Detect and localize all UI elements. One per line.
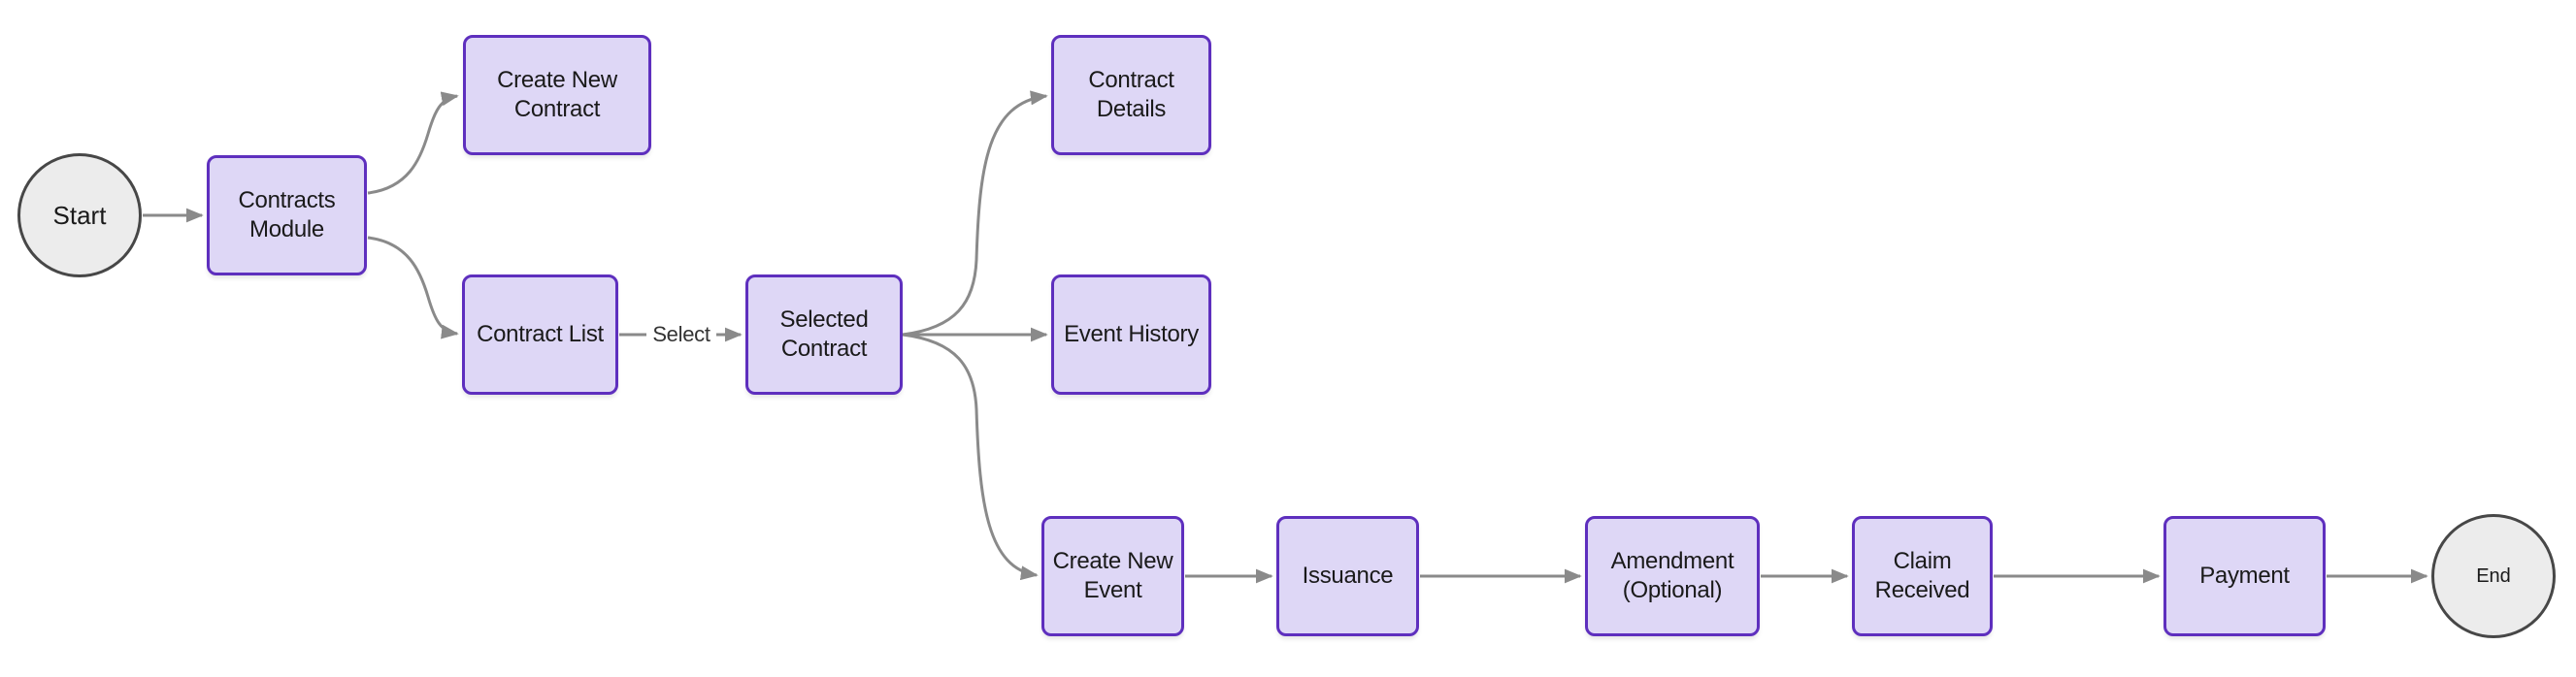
node-create-new-event-label: Create New Event [1052, 548, 1173, 603]
node-end: End [2431, 514, 2556, 638]
node-payment-label: Payment [2199, 563, 2290, 589]
node-contract-list-label: Contract List [477, 321, 604, 347]
edge-label-select: Select [646, 318, 716, 351]
node-contract-list: Contract List [462, 274, 618, 395]
node-issuance-label: Issuance [1302, 563, 1394, 589]
node-issuance: Issuance [1276, 516, 1419, 636]
node-claim-received-label: Claim Received [1874, 548, 1970, 603]
edge-selected-contract-to-create-new-event [902, 333, 1039, 581]
node-contract-details-label: Contract Details [1088, 67, 1174, 122]
edge-contracts-module-to-contract-list [367, 236, 459, 339]
node-selected-contract: Selected Contract [745, 274, 903, 395]
node-create-new-event: Create New Event [1041, 516, 1184, 636]
node-create-new-contract-label: Create New Contract [497, 67, 617, 122]
node-start: Start [17, 153, 142, 277]
node-event-history: Event History [1051, 274, 1211, 395]
node-claim-received: Claim Received [1852, 516, 1993, 636]
node-event-history-label: Event History [1064, 321, 1199, 347]
node-start-label: Start [52, 200, 107, 230]
node-create-new-contract: Create New Contract [463, 35, 651, 155]
node-selected-contract-label: Selected Contract [779, 306, 869, 362]
node-contract-details: Contract Details [1051, 35, 1211, 155]
edge-contracts-module-to-create-new-contract [367, 91, 459, 195]
node-contracts-module-label: Contracts Module [238, 187, 336, 242]
node-amendment-optional-label: Amendment (Optional) [1610, 548, 1734, 603]
node-contracts-module: Contracts Module [207, 155, 367, 275]
node-amendment-optional: Amendment (Optional) [1585, 516, 1760, 636]
node-payment: Payment [2163, 516, 2326, 636]
edge-selected-contract-to-contract-details [902, 90, 1048, 337]
node-end-label: End [2476, 564, 2511, 587]
